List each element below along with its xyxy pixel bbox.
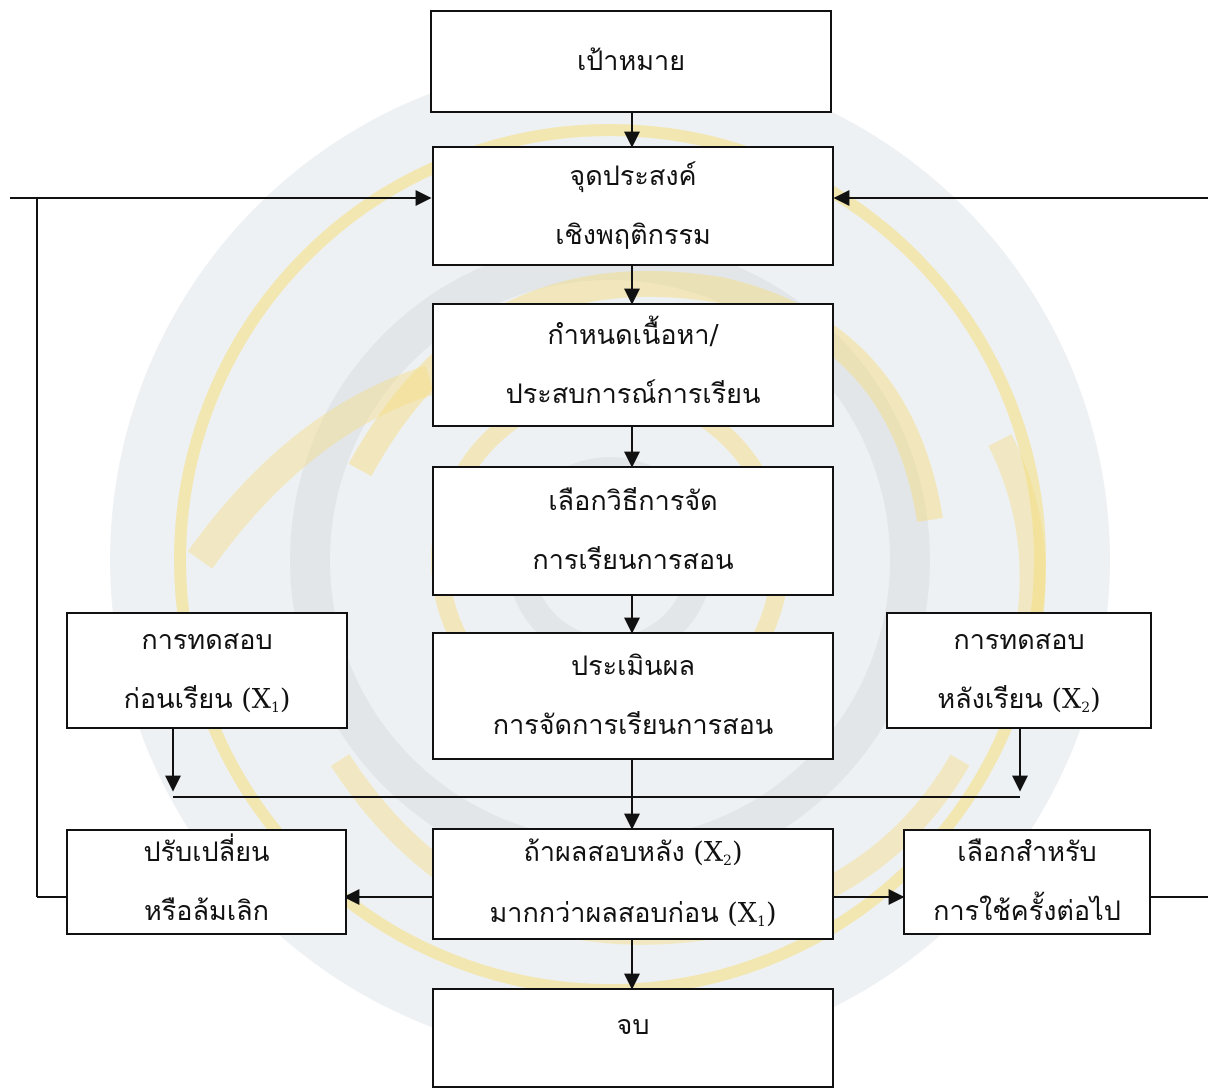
condition-label-1: ถ้าผลสอบหลัง (X2) xyxy=(523,837,743,869)
revise-box: ปรับเปลี่ยน หรือล้มเลิก xyxy=(66,829,347,935)
select-label-1: เลือกสำหรับ xyxy=(957,837,1097,868)
select-box: เลือกสำหรับ การใช้ครั้งต่อไป xyxy=(903,829,1151,935)
method-label-2: การเรียนการสอน xyxy=(532,545,734,576)
end-label: จบ xyxy=(616,1010,650,1041)
pretest-label-2: ก่อนเรียน (X1) xyxy=(123,683,291,716)
goal-label: เป้าหมาย xyxy=(576,46,686,77)
evaluate-label-1: ประเมินผล xyxy=(571,651,695,682)
content-box: กำหนดเนื้อหา/ ประสบการณ์การเรียน xyxy=(432,303,834,427)
content-label-1: กำหนดเนื้อหา/ xyxy=(547,320,719,351)
posttest-label-2: หลังเรียน (X2) xyxy=(937,683,1101,716)
revise-label-2: หรือล้มเลิก xyxy=(144,896,269,927)
condition-label-2: มากกว่าผลสอบก่อน (X1) xyxy=(489,898,777,930)
objective-label-2: เชิงพฤติกรรม xyxy=(555,220,711,251)
end-box: จบ xyxy=(432,988,834,1088)
evaluate-box: ประเมินผล การจัดการเรียนการสอน xyxy=(432,632,834,760)
content-label-2: ประสบการณ์การเรียน xyxy=(505,379,761,410)
objective-box: จุดประสงค์ เชิงพฤติกรรม xyxy=(432,146,834,266)
condition-box: ถ้าผลสอบหลัง (X2) มากกว่าผลสอบก่อน (X1) xyxy=(432,828,834,940)
pretest-label-1: การทดสอบ xyxy=(141,624,273,656)
select-label-2: การใช้ครั้งต่อไป xyxy=(933,896,1121,927)
posttest-box: การทดสอบ หลังเรียน (X2) xyxy=(886,612,1152,729)
method-label-1: เลือกวิธีการจัด xyxy=(548,486,718,517)
method-box: เลือกวิธีการจัด การเรียนการสอน xyxy=(432,466,834,596)
goal-box: เป้าหมาย xyxy=(430,10,832,113)
posttest-label-1: การทดสอบ xyxy=(953,624,1085,656)
revise-label-1: ปรับเปลี่ยน xyxy=(143,837,270,868)
pretest-box: การทดสอบ ก่อนเรียน (X1) xyxy=(66,612,348,729)
objective-label-1: จุดประสงค์ xyxy=(569,161,697,192)
evaluate-label-2: การจัดการเรียนการสอน xyxy=(492,710,774,741)
